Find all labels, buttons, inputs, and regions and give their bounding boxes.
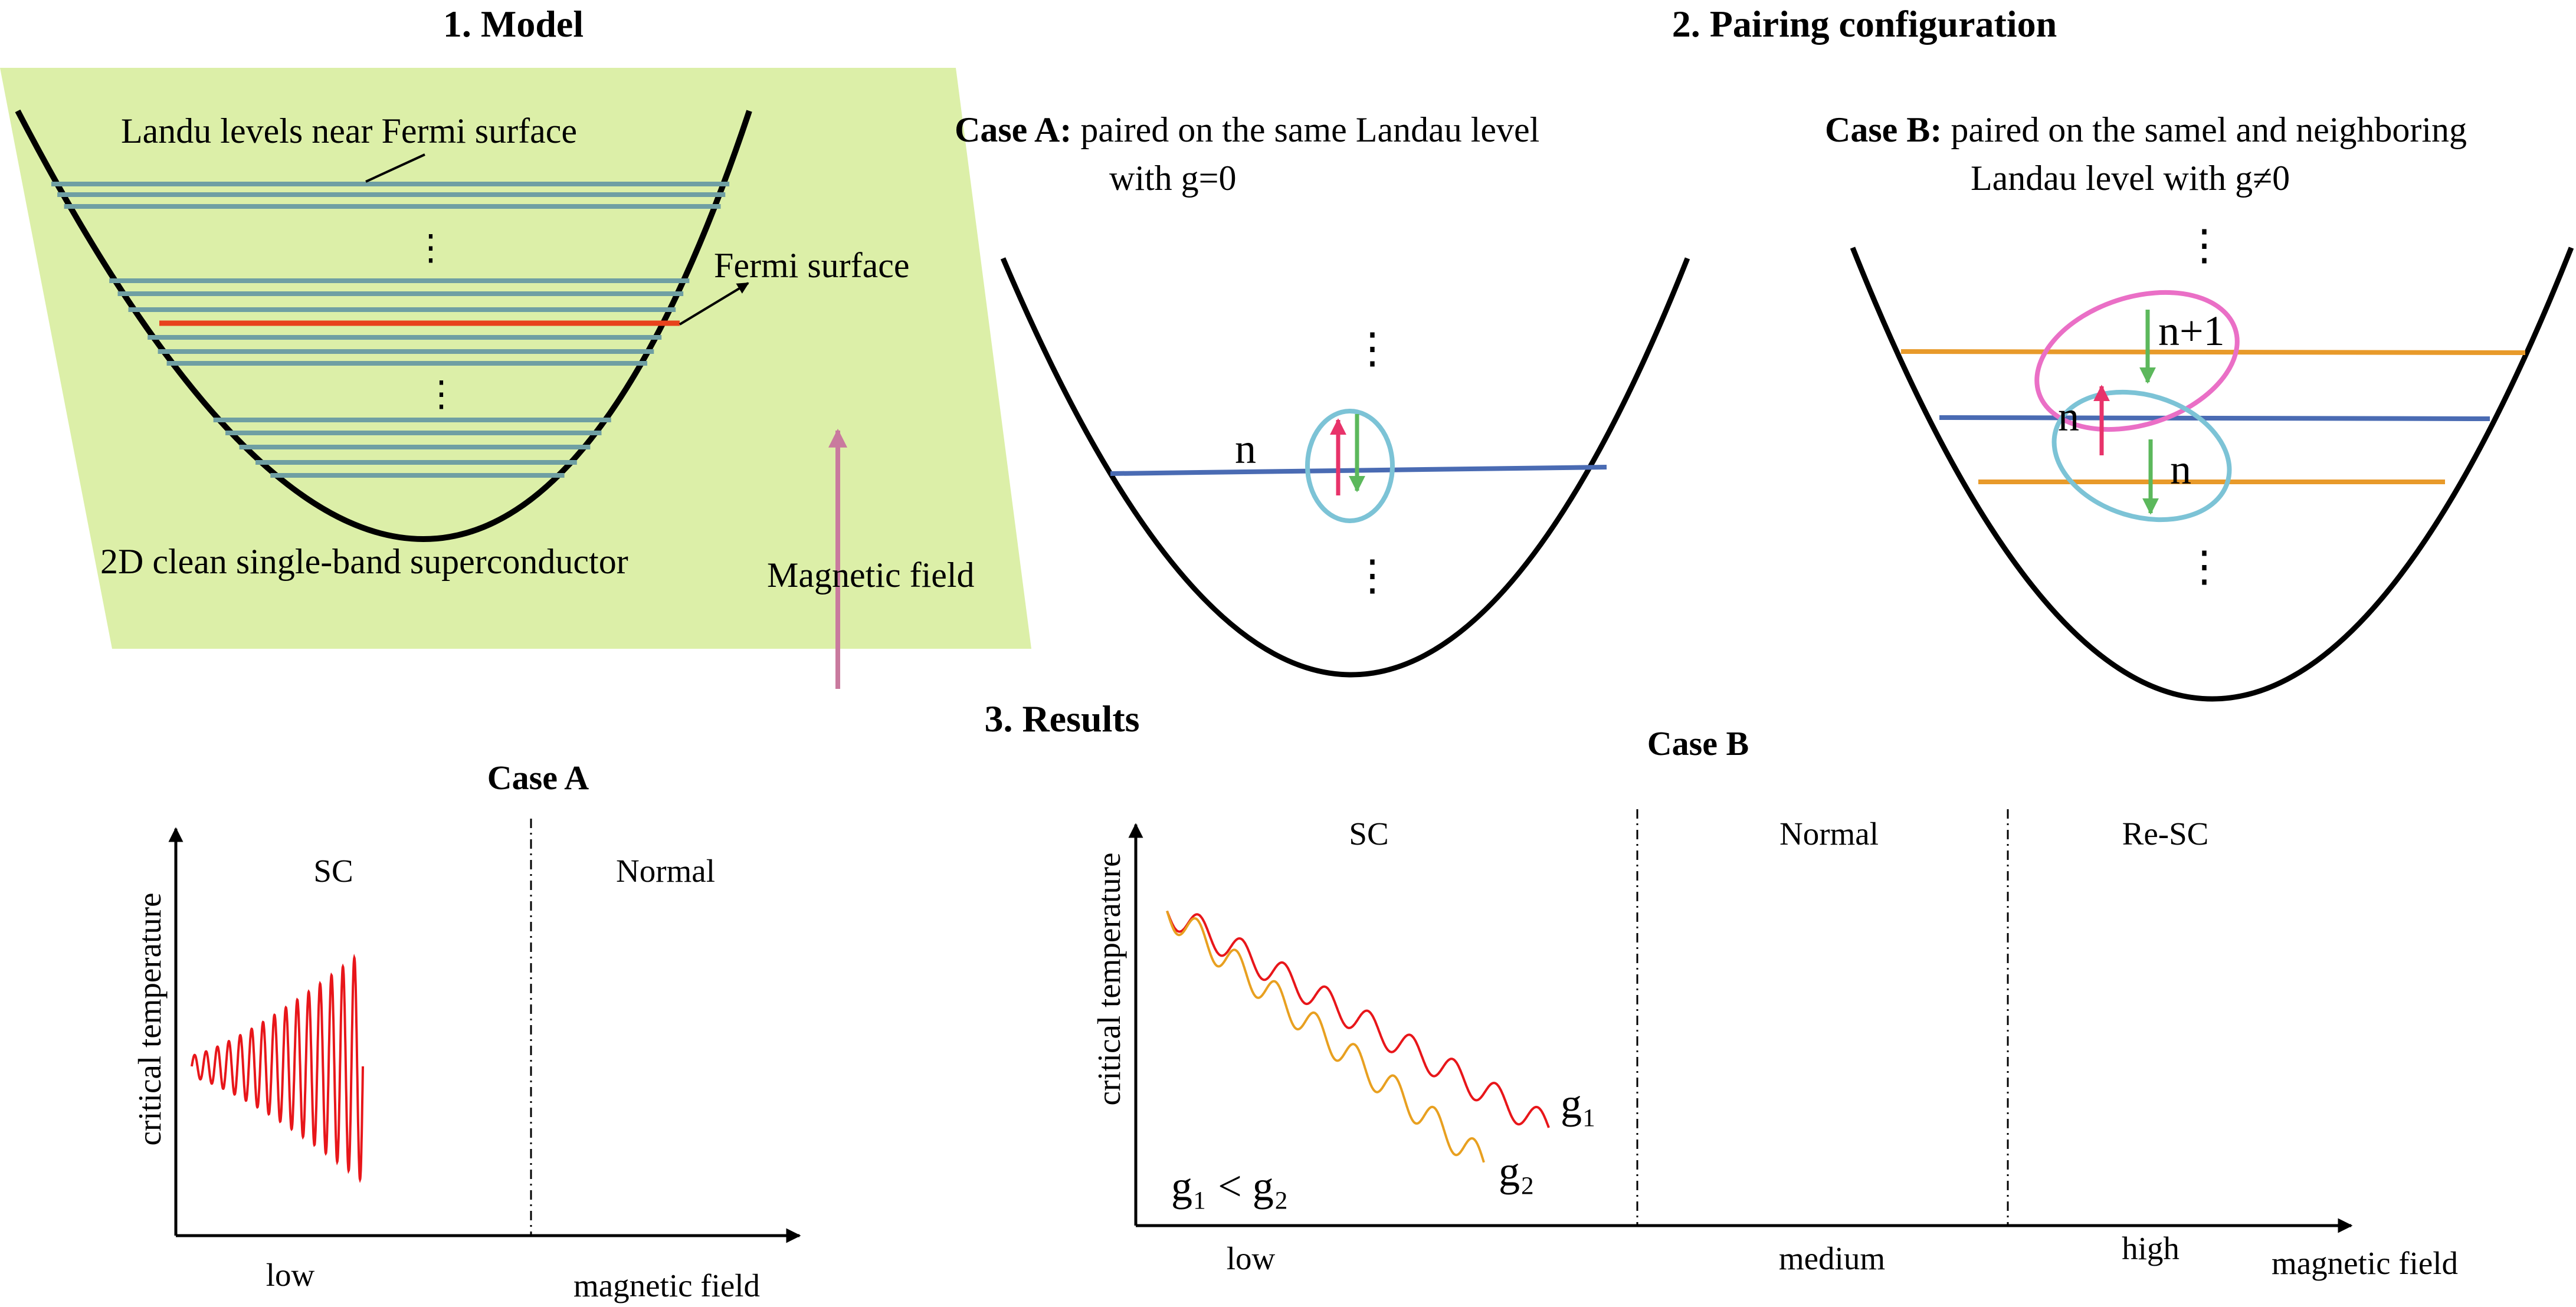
case-b-region-normal: Normal: [1779, 816, 1879, 852]
landau-pointer: [365, 153, 425, 183]
case-b-x-label: magnetic field: [2272, 1245, 2458, 1281]
case-a-y-label: critical temperature: [132, 892, 168, 1145]
case-b-upper-pair-ellipse: [2034, 290, 2240, 432]
case-b-x-tick-low: low: [1227, 1240, 1276, 1276]
case-b-lower-pair-ellipse: [2051, 389, 2232, 523]
case-b-g2-curve: [1166, 910, 1485, 1163]
case-a-pair-ellipse: [1305, 409, 1395, 523]
case-b-region-sc: SC: [1349, 816, 1388, 852]
landau-label: Landu levels near Fermi surface: [121, 111, 577, 150]
case-b-upper-label: n+1: [2158, 307, 2225, 354]
fermi-pointer: [679, 282, 749, 326]
case-b-lower-label: n: [2170, 446, 2191, 493]
pairing-heading: 2. Pairing configuration: [1672, 3, 2057, 45]
case-a-chart: Case A SC Normal low magnetic field crit…: [132, 758, 801, 1303]
case-a-x-tick-low: low: [266, 1257, 315, 1293]
model-dots-upper: ⋮: [413, 228, 448, 267]
case-b-g1-label: g₁: [1561, 1080, 1597, 1127]
case-a-dots-upper: ⋮: [1351, 325, 1394, 372]
field-label: Magnetic field: [767, 556, 975, 595]
case-b-x-tick-medium: medium: [1779, 1240, 1885, 1276]
case-b-upper-level: [1900, 349, 2526, 355]
case-b-y-label: critical temperature: [1091, 852, 1127, 1105]
case-b-parabola: [1850, 247, 2574, 702]
case-a-level-label: n: [1235, 425, 1256, 472]
case-b-header: Case B: paired on the samel and neighbor…: [1825, 110, 2467, 149]
case-a-tc-curve: [191, 953, 364, 1183]
case-a-x-label: magnetic field: [573, 1267, 760, 1303]
system-label: 2D clean single-band superconductor: [100, 542, 628, 581]
case-a-dots-lower: ⋮: [1351, 552, 1394, 599]
case-b-annotation: g₁ < g₂: [1171, 1162, 1289, 1210]
case-b-g2-label: g₂: [1499, 1148, 1535, 1195]
case-b-region-resc: Re-SC: [2122, 816, 2209, 852]
case-b-subtitle: Landau level with g≠0: [1971, 159, 2290, 198]
fermi-label: Fermi surface: [714, 246, 910, 285]
case-b-middle-level: [1939, 415, 2490, 421]
model-dots-lower: ⋮: [424, 375, 459, 413]
model-plane: [0, 68, 1031, 649]
model-parabola: [15, 109, 752, 542]
case-b-chart: Case B SC Normal Re-SC low medium high m…: [1091, 724, 2458, 1281]
case-b-middle-label: n: [2058, 393, 2079, 440]
case-b-dots-lower: ⋮: [2183, 543, 2226, 590]
landau-levels: [51, 182, 730, 478]
case-b-g1-curve: [1166, 910, 1550, 1128]
model-heading: 1. Model: [443, 3, 584, 45]
case-a-chart-title: Case A: [487, 758, 589, 797]
case-a-region-normal: Normal: [616, 853, 715, 889]
results-heading: 3. Results: [984, 698, 1139, 740]
case-b-chart-title: Case B: [1647, 724, 1749, 763]
case-a-region-sc: SC: [313, 853, 353, 889]
case-a-subtitle: with g=0: [1109, 159, 1237, 198]
case-a-header: Case A: paired on the same Landau level: [955, 110, 1539, 149]
case-b-x-tick-high: high: [2122, 1230, 2180, 1266]
case-b-dots-upper: ⋮: [2183, 222, 2226, 269]
